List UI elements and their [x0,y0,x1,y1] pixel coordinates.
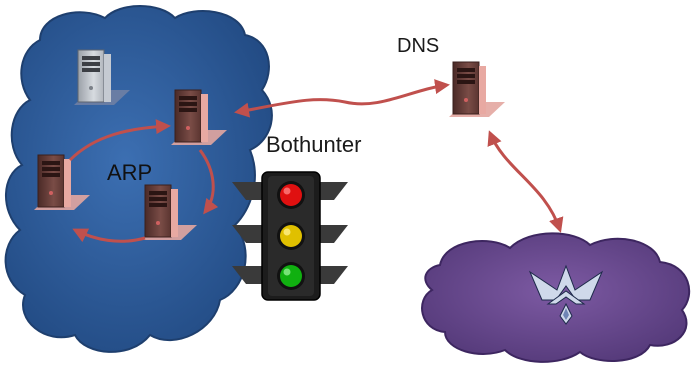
arp-label: ARP [107,160,153,185]
arp-arrow-left-to-gateway [68,119,171,162]
dns-label: DNS [397,35,440,57]
yellow-light [280,225,302,247]
gateway-dns-link [234,79,450,118]
green-light [280,265,302,287]
local-network-cloud [4,5,273,353]
dns-remote-link [487,130,564,233]
arp-arrow-gateway-to-bottom [198,149,219,215]
arp-arrow-bottom-to-left [72,228,146,243]
air-force-wings-icon [528,264,604,325]
red-light [280,184,302,206]
dns-server-icon [448,61,506,118]
traffic-light-icon [232,171,348,301]
bothunter-label: Bothunter [266,132,362,157]
